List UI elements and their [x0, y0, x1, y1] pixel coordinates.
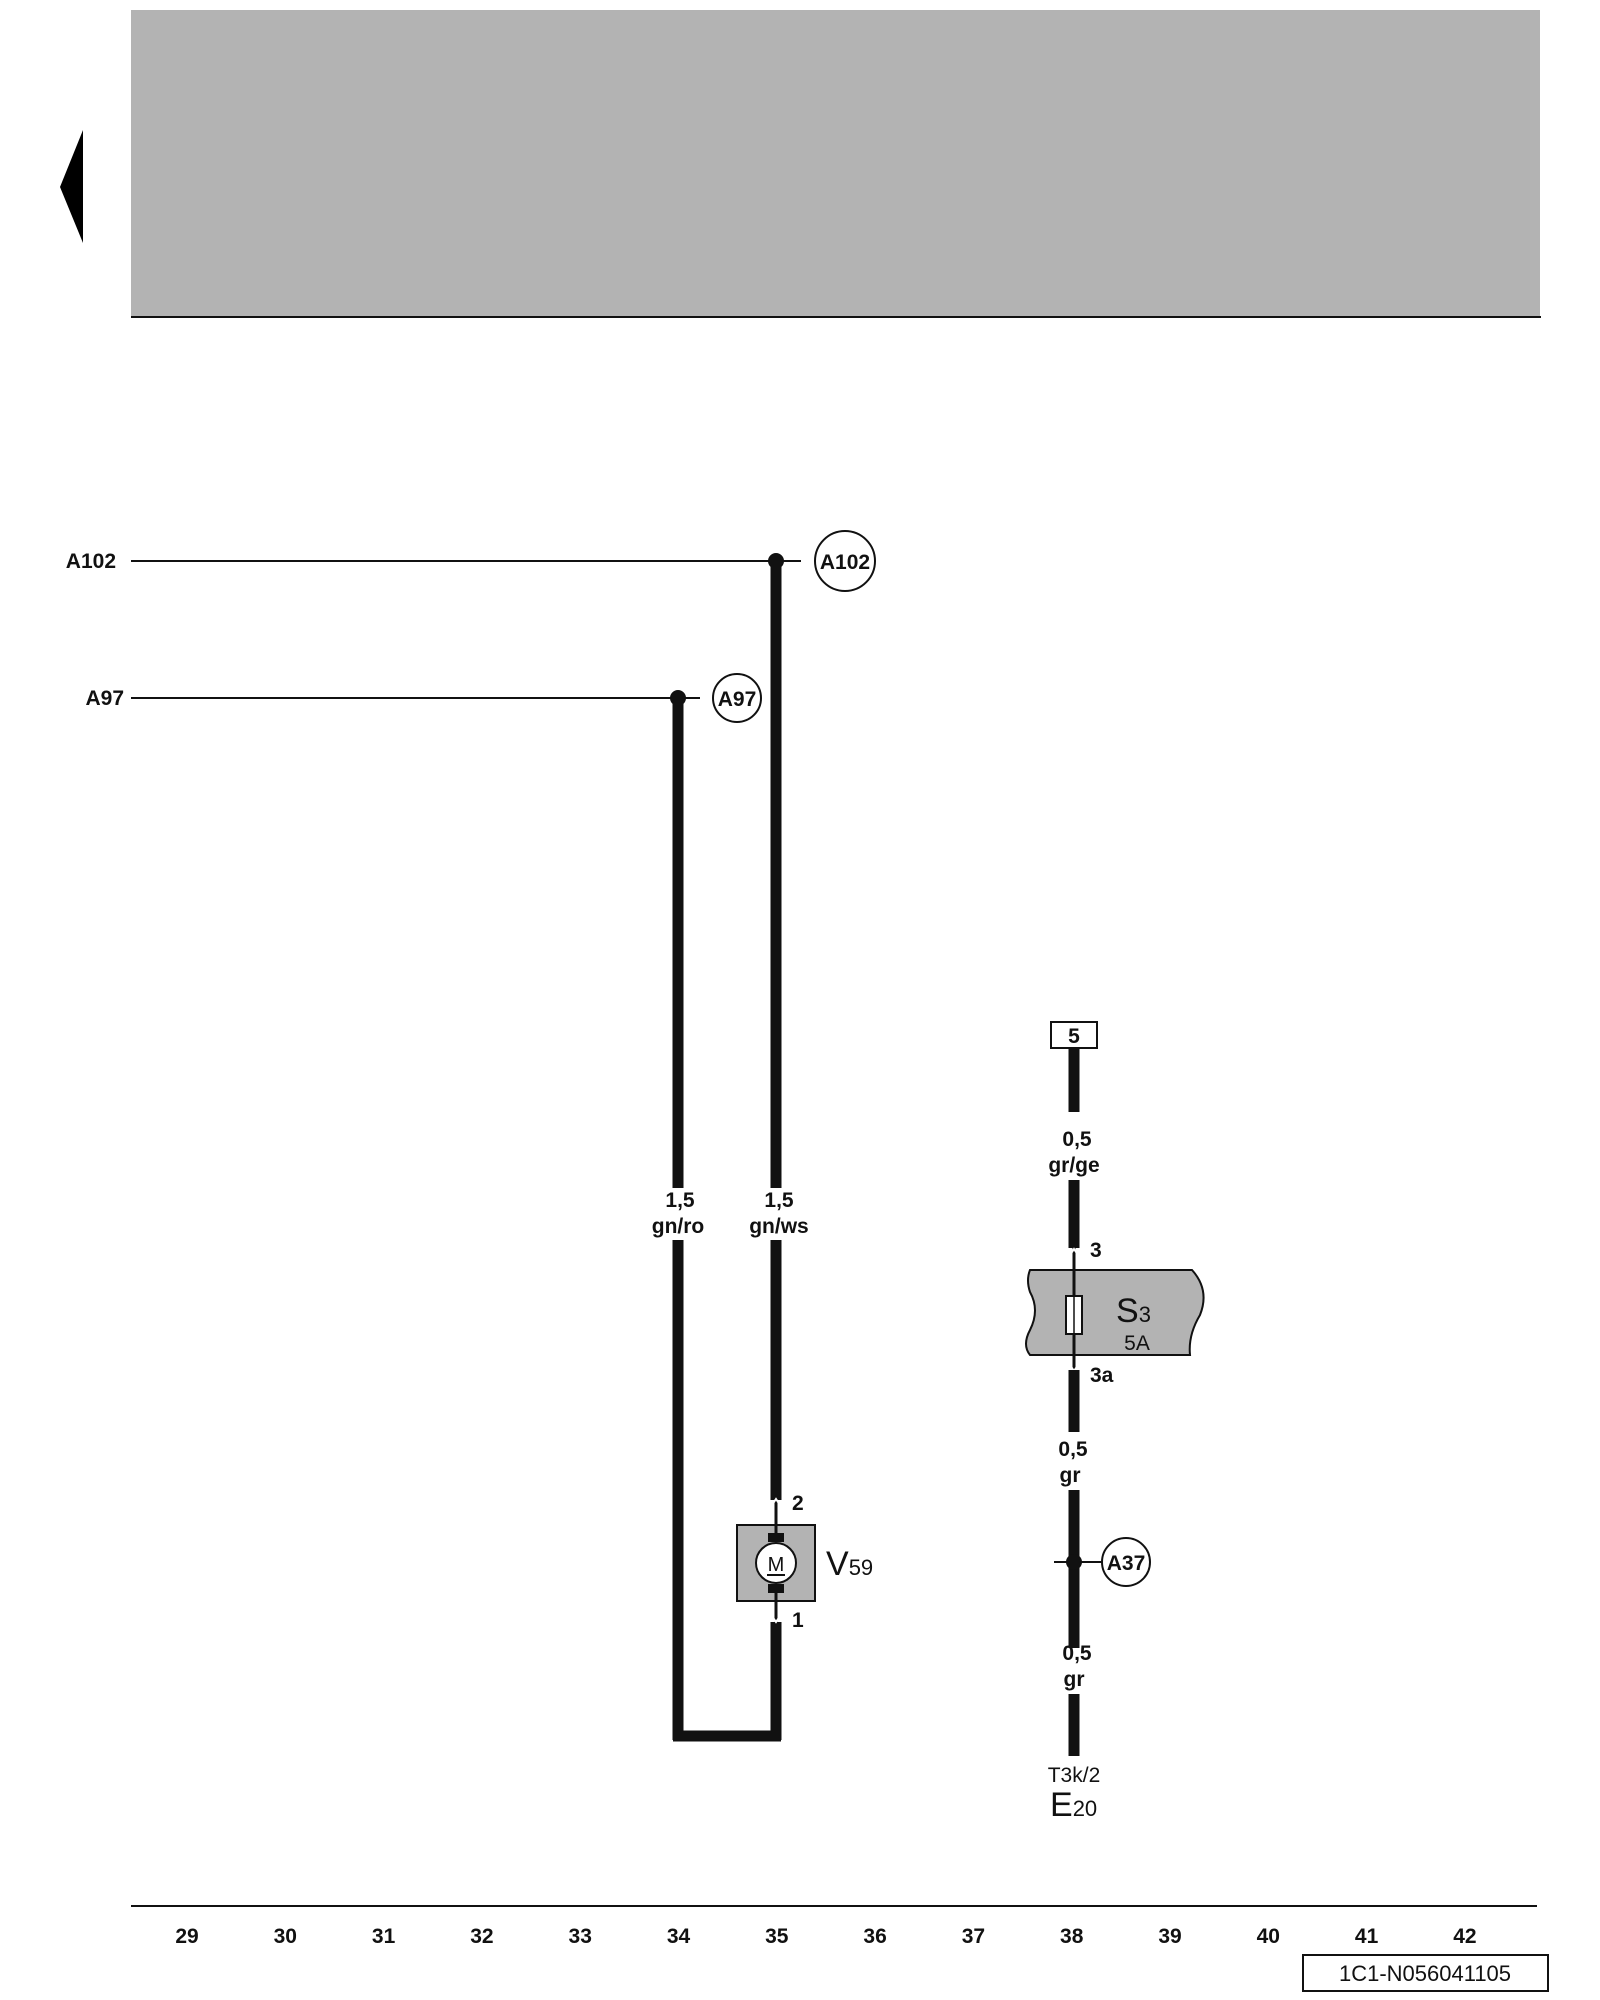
wire-bot-size: 0,5 — [1062, 1642, 1092, 1665]
motor-pin-top: 2 — [792, 1492, 804, 1515]
motor-brush-top — [768, 1533, 784, 1542]
ruler-numbers: 29 30 31 32 33 34 35 36 37 38 39 40 41 42 — [175, 1925, 1476, 1948]
ruler-number: 31 — [372, 1925, 396, 1948]
motor-id-main: V — [826, 1545, 849, 1583]
fuse-pin-top: 3 — [1090, 1239, 1102, 1262]
a97-left-label: A97 — [85, 687, 124, 710]
a102-circle-label: A102 — [820, 551, 870, 574]
fuse-id-sub: 3 — [1139, 1302, 1151, 1327]
a97-connection-circle[interactable] — [712, 673, 762, 723]
a102-connection-circle[interactable] — [814, 530, 876, 592]
ruler-number: 42 — [1453, 1925, 1476, 1948]
wire-a102-size: 1,5 — [764, 1189, 794, 1212]
pin1-arrow-icon — [769, 1612, 783, 1624]
wire-a97-color: gn/ro — [652, 1215, 705, 1238]
ruler-number: 29 — [175, 1925, 198, 1948]
wire-top-color: gr/ge — [1048, 1154, 1099, 1177]
ruler-number: 40 — [1257, 1925, 1280, 1948]
wire-bot-color: gr — [1064, 1668, 1085, 1691]
a102-left-label: A102 — [66, 550, 116, 573]
wire-mid-color: gr — [1060, 1464, 1081, 1487]
a97-circle-label: A97 — [718, 688, 757, 711]
connector-label: T3k/2 — [1048, 1764, 1101, 1787]
fuse-pin-bottom: 3a — [1090, 1364, 1114, 1387]
wire-a97-size: 1,5 — [665, 1189, 695, 1212]
fuse-s3[interactable]: 3 3a S3 5A — [1025, 1239, 1205, 1387]
connector-id-main: E — [1050, 1786, 1073, 1824]
fuse-id: S3 — [1116, 1292, 1151, 1330]
fuse-rating: 5A — [1124, 1332, 1150, 1355]
ruler-number: 41 — [1355, 1925, 1379, 1948]
ruler-number: 34 — [667, 1925, 691, 1948]
a37-circle-label: A37 — [1107, 1552, 1146, 1575]
fuse-id-main: S — [1116, 1292, 1139, 1330]
fuse-pin3-arrow-icon — [1067, 1247, 1081, 1259]
motor-id: V59 — [826, 1545, 873, 1583]
wire-top-size: 0,5 — [1062, 1128, 1092, 1151]
pin2-arrow-icon — [769, 1497, 783, 1509]
ruler-number: 32 — [470, 1925, 493, 1948]
a37-junction-dot — [1066, 1554, 1082, 1570]
connector-id-sub: 20 — [1073, 1796, 1097, 1821]
wire-a102-color: gn/ws — [749, 1215, 809, 1238]
triangle-left-icon[interactable] — [60, 130, 83, 243]
motor-brush-bottom — [768, 1584, 784, 1593]
connector-id: E20 — [1050, 1786, 1097, 1824]
motor-symbol: M — [768, 1554, 785, 1576]
doc-code: 1C1-N056041105 — [1339, 1961, 1511, 1986]
motor-icon — [755, 1542, 797, 1584]
ruler-number: 30 — [274, 1925, 297, 1948]
doc-code-box — [1302, 1954, 1549, 1992]
terminal-box-label: 5 — [1068, 1025, 1080, 1048]
ruler-number: 33 — [569, 1925, 592, 1948]
motor-v59[interactable]: M 2 1 V59 — [736, 1492, 873, 1632]
wire-mid-size: 0,5 — [1058, 1438, 1088, 1461]
motor-id-sub: 59 — [849, 1555, 873, 1580]
ruler-number: 39 — [1158, 1925, 1181, 1948]
ruler-number: 35 — [765, 1925, 789, 1948]
a37-connection-circle[interactable] — [1101, 1537, 1151, 1587]
motor-pin-bottom: 1 — [792, 1609, 804, 1632]
ruler-number: 38 — [1060, 1925, 1084, 1948]
fuse-holder — [1025, 1269, 1205, 1356]
ruler-number: 37 — [962, 1925, 985, 1948]
ruler-number: 36 — [863, 1925, 886, 1948]
header-band — [131, 10, 1540, 316]
